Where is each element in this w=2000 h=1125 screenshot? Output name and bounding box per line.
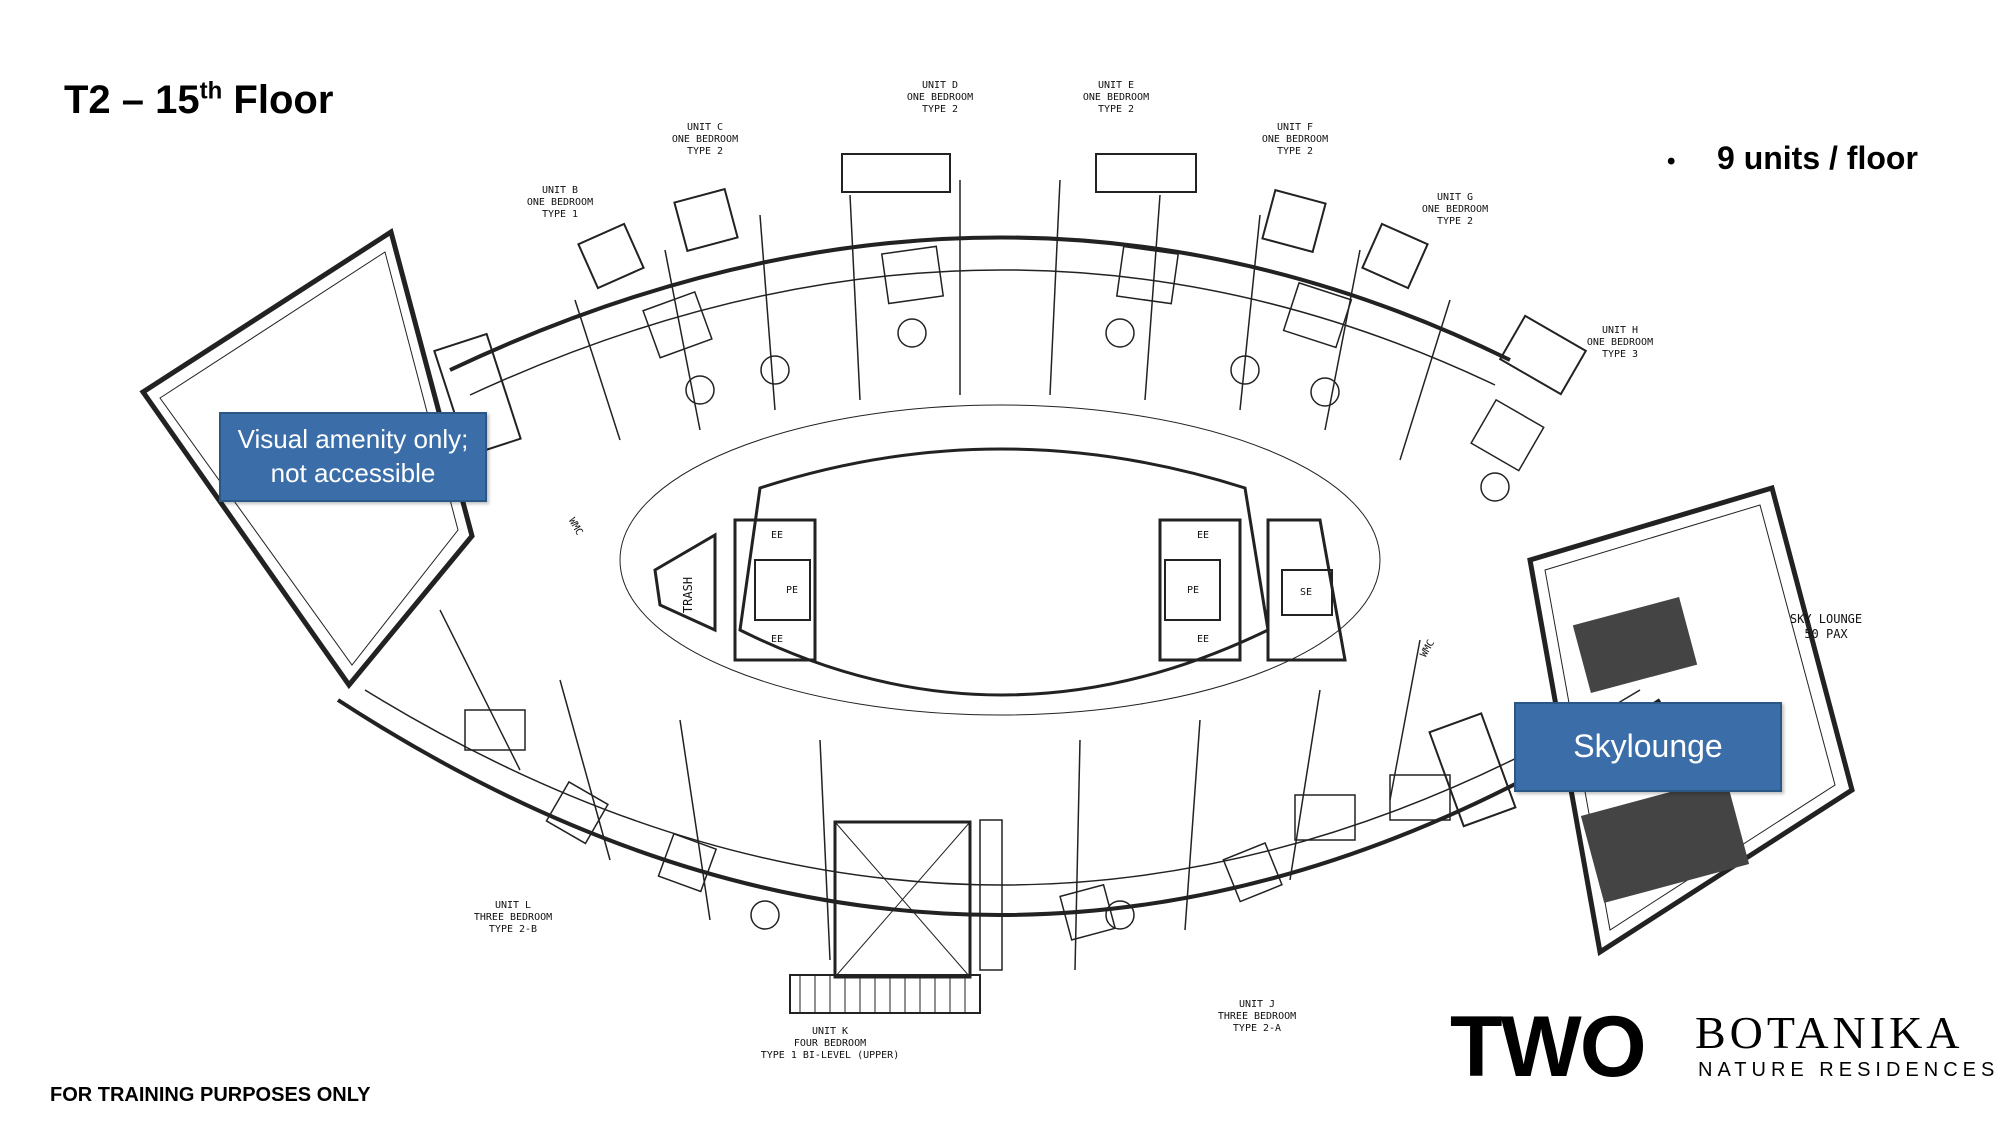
trash-room xyxy=(653,532,717,633)
wmc-label-1: WMC xyxy=(566,516,585,537)
sky-lounge-block xyxy=(1527,484,1855,957)
ee-label-3: EE xyxy=(1197,530,1209,541)
logo-subtitle: NATURE RESIDENCES xyxy=(1698,1059,2000,1081)
pe-label-2: PE xyxy=(1187,585,1199,596)
elevator-core-right xyxy=(1158,518,1242,662)
building-outer-top xyxy=(449,235,1511,372)
pe-label-1: PE xyxy=(786,585,798,596)
footer-disclaimer: FOR TRAINING PURPOSES ONLY xyxy=(50,1084,371,1106)
bullet-icon: • xyxy=(1667,148,1676,175)
ee-label-4: EE xyxy=(1197,634,1209,645)
skylounge-callout: Skylounge xyxy=(1514,702,1782,792)
service-elevator xyxy=(1266,518,1347,662)
logo-two: TWO xyxy=(1450,999,1647,1095)
ee-label-1: EE xyxy=(771,530,783,541)
stair-left xyxy=(433,332,522,457)
trash-label: TRASH xyxy=(681,577,695,613)
visual-amenity-terrace xyxy=(139,228,475,690)
logo-brand: BOTANIKA xyxy=(1695,1007,1964,1058)
double-height-void xyxy=(833,820,972,979)
elevator-core-left xyxy=(733,518,817,662)
building-outer-bottom xyxy=(336,698,1662,917)
se-label: SE xyxy=(1300,587,1312,598)
stair-right xyxy=(1428,712,1517,828)
ee-label-2: EE xyxy=(771,634,783,645)
atrium-ring xyxy=(738,447,1270,697)
units-per-floor-note: •9 units / floor xyxy=(1667,140,1918,176)
visual-amenity-callout: Visual amenity only; not accessible xyxy=(219,412,487,502)
wmc-label-2: WMC xyxy=(1419,638,1438,659)
page-title: T2 – 15th Floor xyxy=(64,77,334,122)
